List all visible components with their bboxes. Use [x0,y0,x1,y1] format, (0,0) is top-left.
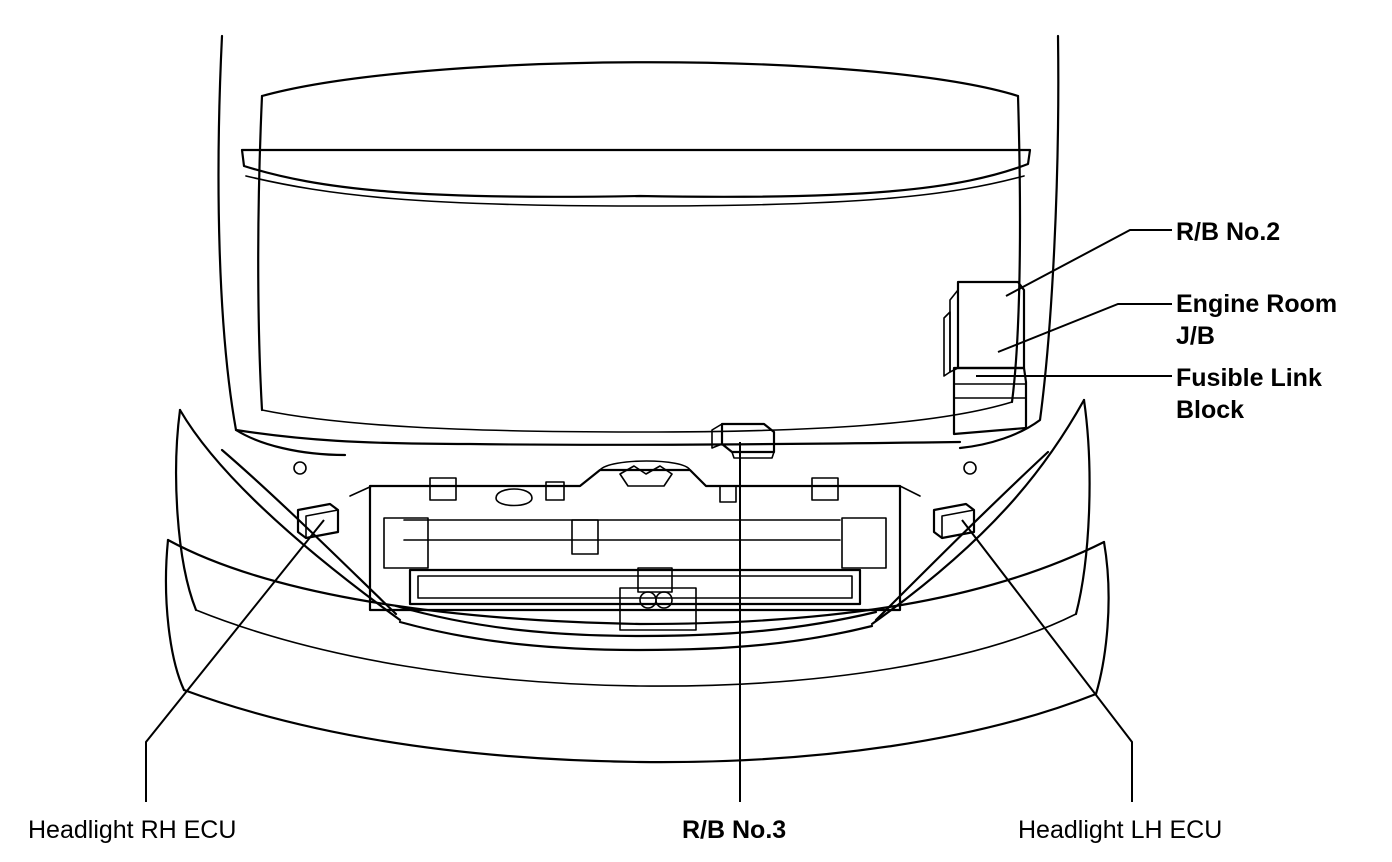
radiator-support [293,460,977,631]
label-rb-no2: R/B No.2 [1176,218,1281,246]
leader-rb-no2 [1005,229,1172,297]
leader-engine-room-jb [997,303,1172,353]
rb-no3-relay-block [711,422,776,459]
label-rb-no3: R/B No.3 [682,816,787,844]
label-fusible-link-line1: Fusible Link [1176,364,1322,392]
headlight-rh-ecu-box [296,502,340,540]
label-fusible-link-line2: Block [1176,396,1245,424]
headlight-lh-ecu-box [932,502,976,540]
leader-headlight-rh [145,519,325,802]
label-headlight-rh-ecu: Headlight RH ECU [28,816,237,844]
leader-lines [145,229,1172,802]
label-engine-room-line2: J/B [1176,322,1215,350]
leader-headlight-lh [961,519,1133,802]
front-body [164,398,1110,764]
label-engine-room-line1: Engine Room [1176,290,1338,318]
label-headlight-lh-ecu: Headlight LH ECU [1018,816,1223,844]
engine-room-junction-cluster [943,280,1028,436]
hood-panel [217,34,1060,457]
